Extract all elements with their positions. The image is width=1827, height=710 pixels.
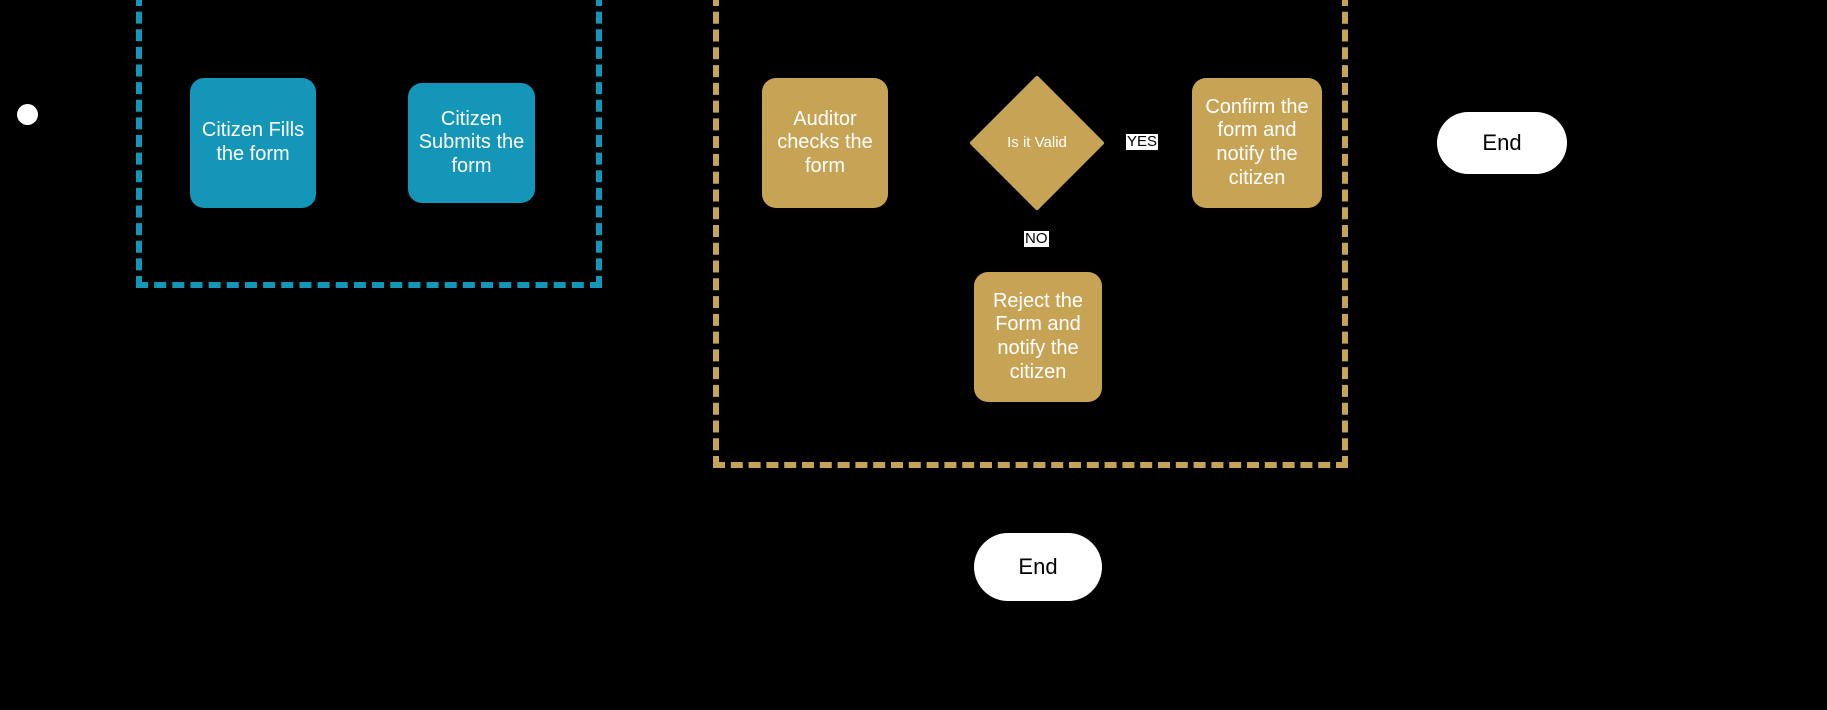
node-end-top[interactable]: End: [1437, 112, 1567, 174]
node-end-bottom[interactable]: End: [974, 533, 1102, 601]
node-confirm-form-and-notify-citizen[interactable]: Confirm the form and notify the citizen: [1192, 78, 1322, 208]
node-citizen-submits-the-form[interactable]: Citizen Submits the form: [408, 83, 535, 203]
node-citizen-fills-the-form[interactable]: Citizen Fills the form: [190, 78, 316, 208]
citizen-group-container[interactable]: [136, 0, 602, 288]
auditor-group-container[interactable]: [713, 0, 1348, 468]
edge-label-no: NO: [1024, 230, 1049, 247]
edge-label-yes: YES: [1126, 133, 1159, 150]
decision-label: Is it Valid: [1007, 134, 1067, 152]
node-is-it-valid-decision[interactable]: Is it Valid: [969, 75, 1105, 211]
node-reject-form-and-notify-citizen[interactable]: Reject the Form and notify the citizen: [974, 272, 1102, 402]
node-auditor-checks-the-form[interactable]: Auditor checks the form: [762, 78, 888, 208]
start-node[interactable]: [17, 104, 38, 125]
